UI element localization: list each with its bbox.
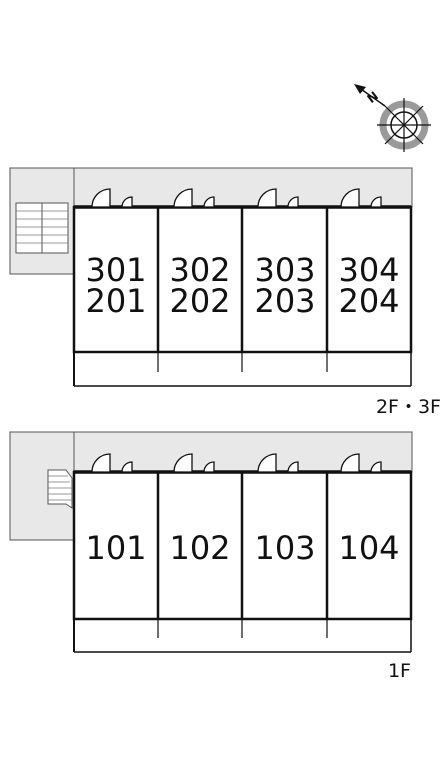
unit-label-202: 202 — [169, 282, 230, 320]
unit-label-203: 203 — [254, 282, 315, 320]
upper-floor-plan: 301 201 302 202 303 203 304 204 2F・3F — [9, 167, 441, 418]
upper-balcony — [73, 352, 412, 387]
door-icon — [257, 453, 299, 473]
ground-floor-plan: 101 102 103 104 1F — [9, 431, 413, 682]
unit-label-301: 301 — [85, 251, 146, 289]
unit-label-101: 101 — [85, 529, 146, 567]
compass-rose-icon — [377, 98, 431, 152]
unit-label-302: 302 — [169, 251, 230, 289]
unit-label-201: 201 — [85, 282, 146, 320]
door-icon — [340, 188, 382, 208]
unit-label-204: 204 — [338, 282, 399, 320]
floor-label-ground: 1F — [388, 660, 411, 682]
unit-label-104: 104 — [338, 529, 399, 567]
compass: N — [354, 84, 431, 152]
unit-label-102: 102 — [169, 529, 230, 567]
unit-label-303: 303 — [254, 251, 315, 289]
door-icon — [173, 188, 215, 208]
door-icon — [257, 188, 299, 208]
door-icon — [91, 188, 133, 208]
unit-label-304: 304 — [338, 251, 399, 289]
north-arrow-icon — [354, 84, 386, 107]
ground-balcony — [73, 619, 412, 653]
upper-stairs — [15, 202, 69, 254]
upper-doors — [91, 188, 382, 208]
ground-doors — [91, 453, 382, 473]
door-icon — [91, 453, 133, 473]
north-label: N — [365, 89, 382, 106]
unit-label-103: 103 — [254, 529, 315, 567]
floor-label-upper: 2F・3F — [376, 396, 441, 418]
ground-stairs — [47, 469, 73, 509]
door-icon — [173, 453, 215, 473]
door-icon — [340, 453, 382, 473]
